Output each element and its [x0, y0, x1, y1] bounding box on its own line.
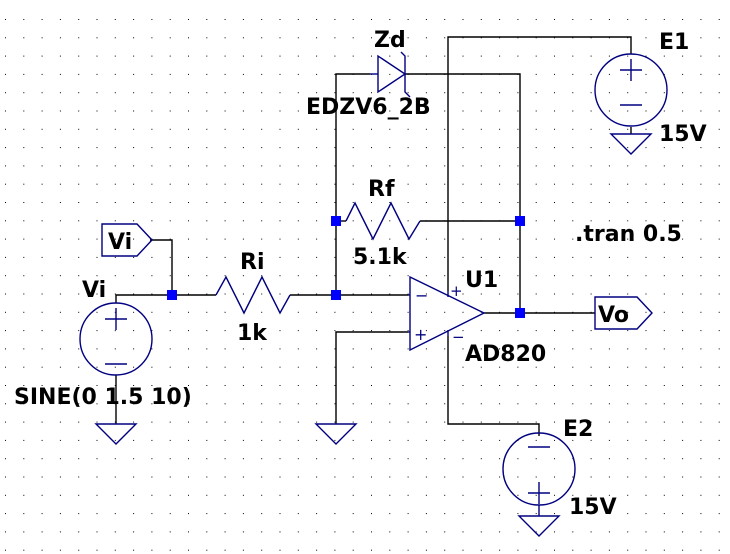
- rf-value: 5.1k: [353, 245, 408, 270]
- junction-rf-right: [515, 216, 525, 226]
- wire-vplus[interactable]: [447, 36, 632, 291]
- opamp-value: AD820: [465, 342, 546, 367]
- netlabel-vo[interactable]: Vo: [594, 296, 653, 330]
- netlabel-vo-text: Vo: [598, 303, 629, 328]
- grid-dots: [5, 19, 720, 551]
- ground-icon: [517, 515, 561, 537]
- vsource-value: SINE(0 1.5 10): [14, 385, 192, 410]
- resistor-ri[interactable]: [215, 275, 291, 315]
- wire-vminus[interactable]: [447, 336, 540, 436]
- junction-rf-left: [331, 216, 341, 226]
- zener-triangle: [377, 54, 407, 94]
- ground-icon: [94, 423, 138, 445]
- zener-diode[interactable]: [370, 51, 411, 98]
- ri-value: 1k: [237, 321, 268, 346]
- e1-value: 15V: [659, 122, 707, 147]
- opamp-inv-mark: −: [415, 286, 428, 305]
- voltage-source-e1[interactable]: [594, 53, 668, 127]
- zener-bar: [400, 51, 411, 98]
- opamp-triangle: [409, 275, 486, 352]
- opamp-ref: U1: [465, 268, 498, 293]
- voltage-source-e2[interactable]: [502, 432, 576, 516]
- voltage-source-vi[interactable]: [79, 302, 153, 376]
- wire-noninv[interactable]: [335, 331, 408, 424]
- resistor-rf[interactable]: [345, 201, 421, 241]
- rf-ref: Rf: [368, 177, 395, 202]
- opamp-vminus-mark: −: [452, 328, 465, 346]
- junctions: [167, 216, 525, 318]
- zener-ref: Zd: [374, 28, 406, 53]
- wires: [115, 36, 632, 436]
- wire-vi-top[interactable]: [115, 294, 172, 303]
- opamp-noninv-mark: +: [414, 325, 427, 344]
- opamp-u1[interactable]: − + + −: [408, 275, 486, 352]
- wire-vi-label[interactable]: [150, 239, 173, 295]
- spice-directive[interactable]: .tran 0.5: [575, 222, 682, 247]
- opamp-vplus-mark: +: [450, 282, 463, 300]
- ri-ref: Ri: [240, 250, 264, 275]
- wire-zener-right[interactable]: [405, 73, 521, 313]
- junction-vi: [167, 290, 177, 300]
- netlabel-vi[interactable]: Vi: [101, 223, 153, 257]
- e1-ref: E1: [659, 30, 689, 55]
- netlabel-vi-text: Vi: [108, 230, 132, 255]
- e2-value: 15V: [569, 495, 617, 520]
- junction-output: [515, 308, 525, 318]
- ground-icon: [314, 423, 358, 445]
- ground-icon: [609, 133, 653, 155]
- vsource-ref: Vi: [82, 278, 106, 303]
- e2-ref: E2: [563, 417, 593, 442]
- zener-value: EDZV6_2B: [306, 95, 431, 120]
- junction-inv-input: [331, 290, 341, 300]
